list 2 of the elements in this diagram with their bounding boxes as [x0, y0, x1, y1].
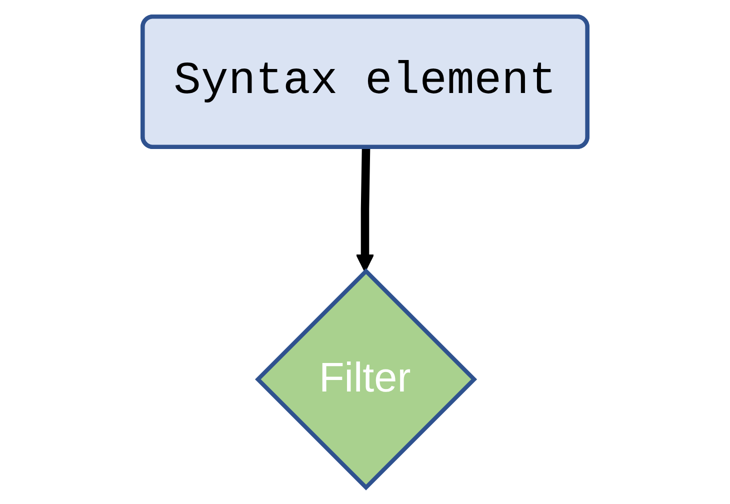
- arrow: [356, 148, 374, 272]
- node-diamond: Filter: [254, 268, 478, 490]
